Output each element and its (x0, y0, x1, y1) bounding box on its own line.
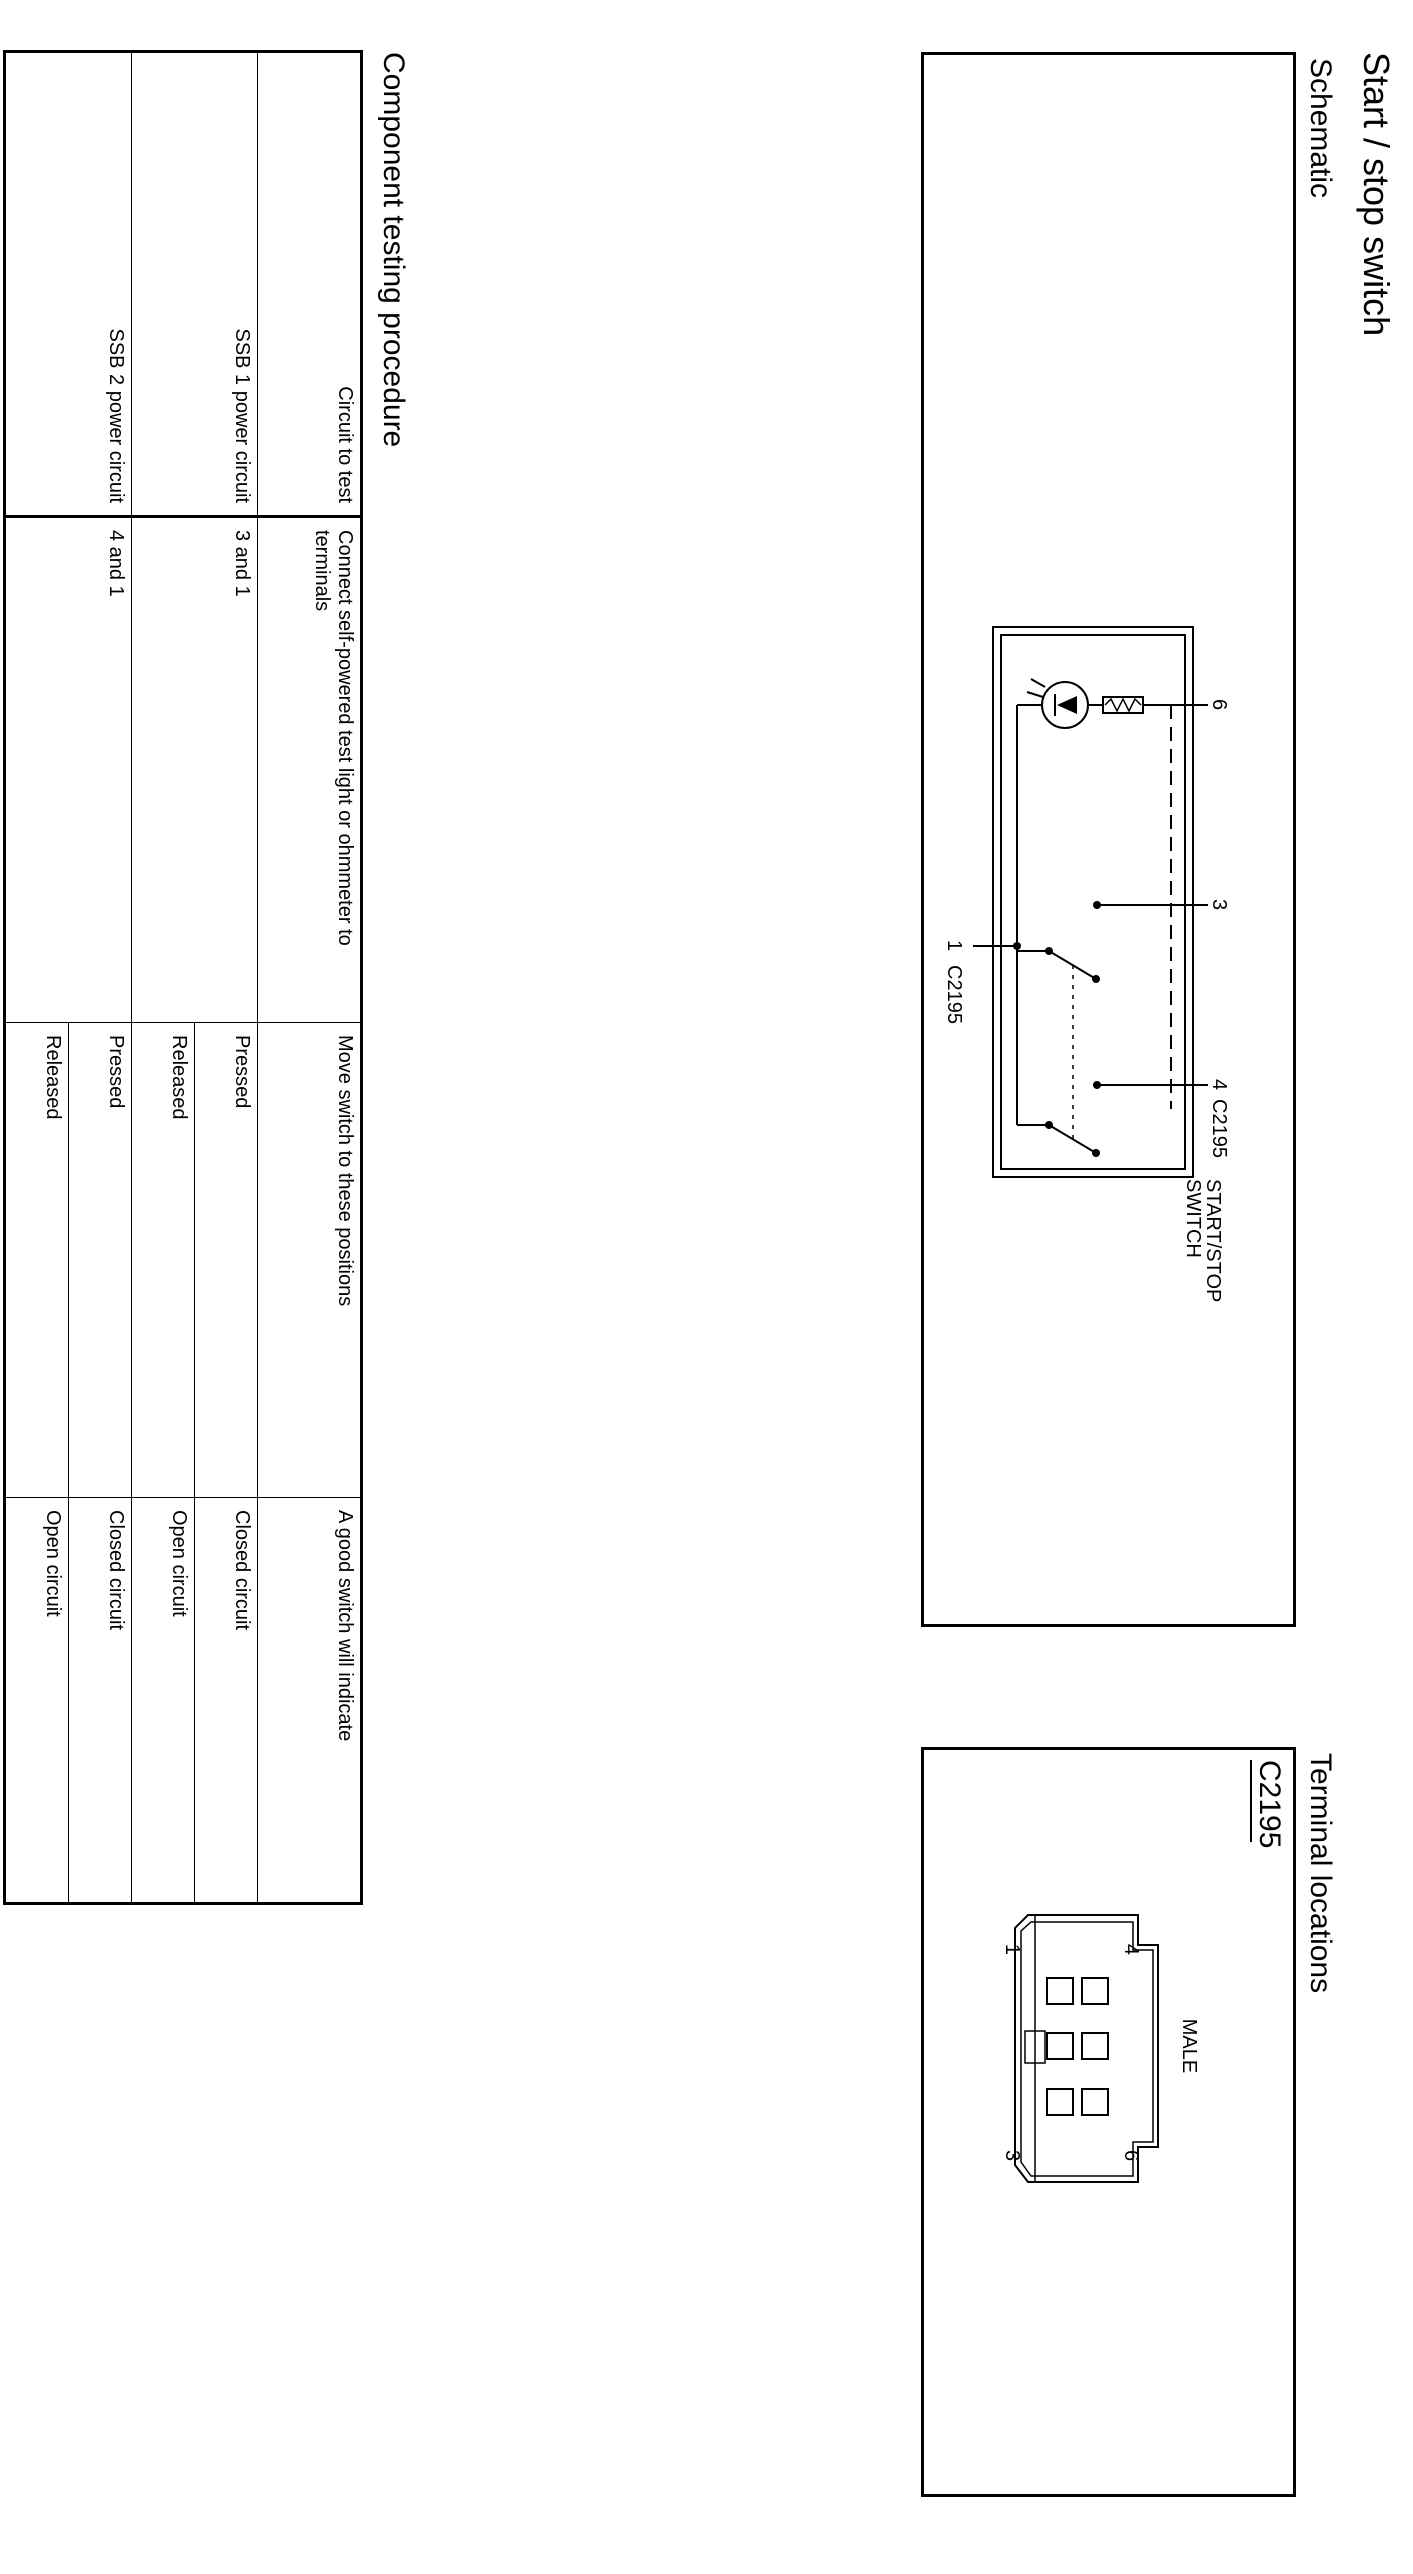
switch-label-line2: SWITCH (1182, 1179, 1204, 1258)
page-title: Start / stop switch (1356, 52, 1397, 337)
terminal-pin-6: 6 (1120, 2150, 1142, 2161)
terminal-gender: MALE (1178, 2019, 1200, 2073)
terminal-cavity-1 (1046, 1977, 1074, 2005)
row2-result-1: Closed circuit (68, 1497, 132, 1904)
row2-position-1: Pressed (68, 1022, 132, 1498)
table-row: SSB 2 power circuit 4 and 1 Pressed Clos… (4, 51, 132, 1904)
terminal-cavity-5 (1081, 2032, 1109, 2060)
row2-circuit: SSB 2 power circuit (4, 51, 132, 517)
header-move: Move switch to these positions (257, 1022, 362, 1498)
terminal-pin-3: 3 (1001, 2150, 1023, 2161)
row1-position-2: Released (131, 1022, 195, 1498)
connector-body (1014, 1914, 1159, 2183)
header-circuit: Circuit to test (257, 51, 362, 517)
terminal-connector-label: C2195 (1253, 1760, 1286, 1848)
schematic-heading: Schematic (1304, 58, 1337, 199)
row2-terminals: 4 and 1 (4, 516, 132, 1023)
row1-result-1: Closed circuit (194, 1497, 258, 1904)
switch-outer-frame (992, 626, 1194, 1178)
terminal-cavity-4 (1081, 1977, 1109, 2005)
row1-circuit: SSB 1 power circuit (131, 51, 258, 517)
connector-label-top: C2195 (1208, 1099, 1230, 1158)
header-result: A good switch will indicate (257, 1497, 362, 1904)
row1-terminals: 3 and 1 (131, 516, 258, 1023)
schematic-diagram: 6 3 4 C2195 1 C2195 START/STOP SWITCH (943, 626, 1230, 1302)
row1-result-2: Open circuit (131, 1497, 195, 1904)
header-connect: Connect self-powered test light or ohmme… (257, 516, 362, 1023)
schematic-box: 6 3 4 C2195 1 C2195 START/STOP SWITCH (921, 52, 1296, 1627)
pin-4-label: 4 (1208, 1079, 1230, 1090)
row1-position-1: Pressed (194, 1022, 258, 1498)
table-header-row: Circuit to test Connect self-powered tes… (257, 51, 362, 1904)
terminal-box: C2195 1 4 3 6 MALE (921, 1747, 1296, 2497)
terminal-pin-4: 4 (1120, 1944, 1142, 1955)
row2-position-2: Released (4, 1022, 69, 1498)
table-row: SSB 1 power circuit 3 and 1 Pressed Clos… (131, 51, 258, 1904)
switch-inner-frame (1000, 634, 1186, 1170)
terminal-cavity-2 (1046, 2032, 1074, 2060)
terminal-diagram: C2195 1 4 3 6 MALE (1001, 1760, 1286, 2183)
terminal-cavity-6 (1081, 2088, 1109, 2116)
connector-label-bottom: C2195 (943, 965, 965, 1024)
pin-6-label: 6 (1208, 699, 1230, 710)
pin-3-label: 3 (1208, 899, 1230, 910)
resistor-symbol (1102, 696, 1144, 714)
row2-result-2: Open circuit (4, 1497, 69, 1904)
switch-label-line1: START/STOP (1202, 1179, 1224, 1302)
procedure-heading: Component testing procedure (377, 52, 410, 448)
procedure-table: Circuit to test Connect self-powered tes… (3, 50, 363, 1905)
terminal-cavity-3 (1046, 2088, 1074, 2116)
terminal-pin-1: 1 (1001, 1944, 1023, 1955)
pin-1-label: 1 (943, 940, 965, 951)
terminal-heading: Terminal locations (1304, 1753, 1337, 1994)
